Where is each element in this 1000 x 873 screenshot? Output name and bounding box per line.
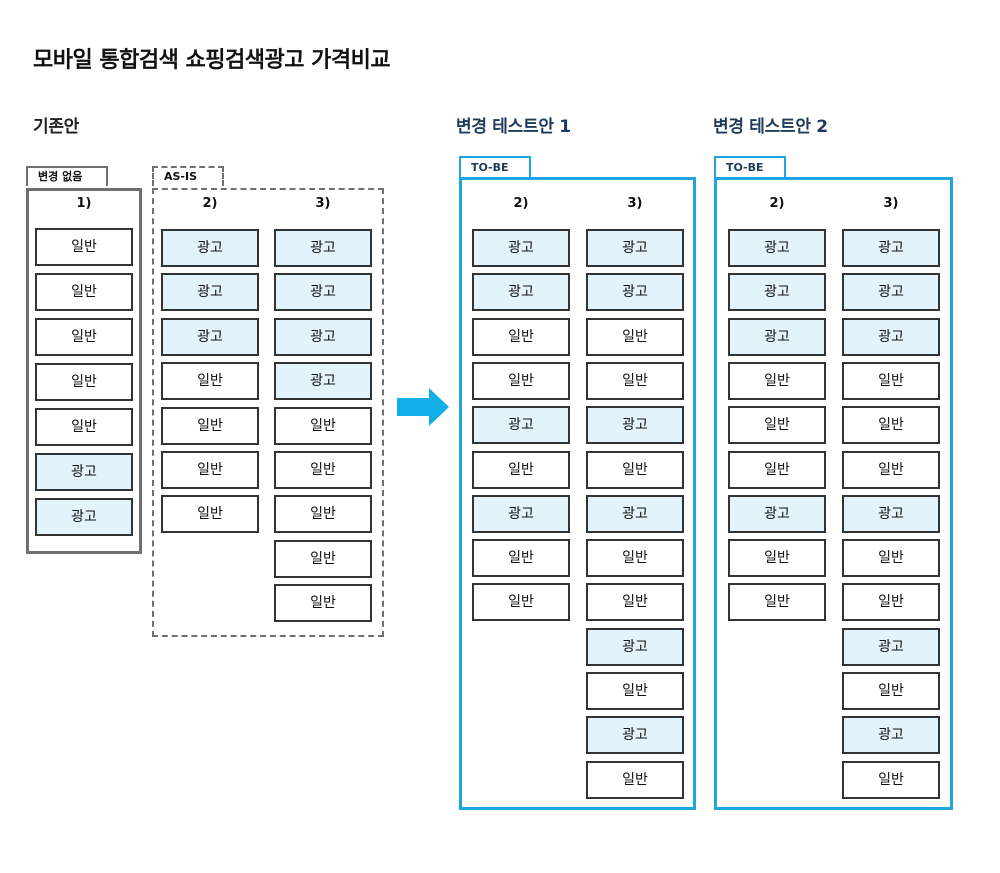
ad-slot-existing-1-7: 광고	[35, 498, 133, 536]
general-slot-asis-2-7: 일반	[161, 495, 259, 533]
arrow-right-icon	[397, 388, 449, 426]
ad-slot-asis-2-1: 광고	[161, 229, 259, 267]
ad-slot-test2-3-12: 광고	[842, 716, 940, 754]
frame-to-be-2	[714, 177, 953, 810]
ad-slot-test1-2-7: 광고	[472, 495, 570, 533]
general-slot-test1-2-3: 일반	[472, 318, 570, 356]
general-slot-asis-3-7: 일반	[274, 495, 372, 533]
section-title-test2: 변경 테스트안 2	[713, 117, 828, 137]
ad-slot-test1-3-5: 광고	[586, 406, 684, 444]
general-slot-test1-3-6: 일반	[586, 451, 684, 489]
general-slot-test1-3-4: 일반	[586, 362, 684, 400]
page-title: 모바일 통합검색 쇼핑검색광고 가격비교	[33, 48, 391, 73]
general-slot-test1-3-9: 일반	[586, 583, 684, 621]
section-title-test1: 변경 테스트안 1	[456, 117, 571, 137]
ad-slot-test2-2-1: 광고	[728, 229, 826, 267]
ad-slot-test2-2-7: 광고	[728, 495, 826, 533]
ad-slot-test2-3-1: 광고	[842, 229, 940, 267]
column-heading-test1-2: 2)	[513, 196, 529, 211]
general-slot-existing-1-1: 일반	[35, 228, 133, 266]
column-heading-asis-2: 2)	[202, 196, 218, 211]
ad-slot-test1-2-5: 광고	[472, 406, 570, 444]
column-heading-test1-3: 3)	[627, 196, 643, 211]
general-slot-asis-3-8: 일반	[274, 540, 372, 578]
ad-slot-asis-3-1: 광고	[274, 229, 372, 267]
ad-slot-test1-3-7: 광고	[586, 495, 684, 533]
ad-slot-test2-3-7: 광고	[842, 495, 940, 533]
column-heading-test2-2: 2)	[769, 196, 785, 211]
general-slot-test2-2-9: 일반	[728, 583, 826, 621]
general-slot-test1-2-4: 일반	[472, 362, 570, 400]
ad-slot-test2-3-10: 광고	[842, 628, 940, 666]
general-slot-test1-3-13: 일반	[586, 761, 684, 799]
general-slot-asis-3-9: 일반	[274, 584, 372, 622]
general-slot-existing-1-5: 일반	[35, 408, 133, 446]
general-slot-existing-1-2: 일반	[35, 273, 133, 311]
general-slot-asis-3-6: 일반	[274, 451, 372, 489]
frame-to-be-1	[459, 177, 696, 810]
general-slot-test2-2-6: 일반	[728, 451, 826, 489]
general-slot-test2-3-11: 일반	[842, 672, 940, 710]
general-slot-test2-3-4: 일반	[842, 362, 940, 400]
general-slot-test1-3-11: 일반	[586, 672, 684, 710]
general-slot-test2-2-4: 일반	[728, 362, 826, 400]
ad-slot-test2-2-2: 광고	[728, 273, 826, 311]
ad-slot-test1-2-1: 광고	[472, 229, 570, 267]
general-slot-existing-1-4: 일반	[35, 363, 133, 401]
general-slot-asis-2-4: 일반	[161, 362, 259, 400]
ad-slot-asis-3-3: 광고	[274, 318, 372, 356]
general-slot-test1-2-9: 일반	[472, 583, 570, 621]
general-slot-test2-3-8: 일반	[842, 539, 940, 577]
ad-slot-test2-2-3: 광고	[728, 318, 826, 356]
column-heading-asis-3: 3)	[315, 196, 331, 211]
tab-to-be-2: TO-BE	[714, 156, 786, 178]
general-slot-test2-3-9: 일반	[842, 583, 940, 621]
ad-slot-asis-3-2: 광고	[274, 273, 372, 311]
section-title-existing: 기존안	[33, 117, 80, 137]
general-slot-test1-2-8: 일반	[472, 539, 570, 577]
ad-slot-test2-3-3: 광고	[842, 318, 940, 356]
ad-slot-asis-2-3: 광고	[161, 318, 259, 356]
general-slot-test1-3-3: 일반	[586, 318, 684, 356]
ad-slot-test1-2-2: 광고	[472, 273, 570, 311]
frame-no-change	[26, 188, 142, 554]
ad-slot-test1-3-1: 광고	[586, 229, 684, 267]
general-slot-test2-3-6: 일반	[842, 451, 940, 489]
general-slot-test2-3-13: 일반	[842, 761, 940, 799]
general-slot-asis-2-6: 일반	[161, 451, 259, 489]
tab-no-change: 변경 없음	[26, 166, 108, 186]
ad-slot-test1-3-10: 광고	[586, 628, 684, 666]
ad-slot-test1-3-2: 광고	[586, 273, 684, 311]
tab-to-be-1: TO-BE	[459, 156, 531, 178]
general-slot-asis-2-5: 일반	[161, 407, 259, 445]
general-slot-test1-2-6: 일반	[472, 451, 570, 489]
ad-slot-asis-3-4: 광고	[274, 362, 372, 400]
ad-slot-test2-3-2: 광고	[842, 273, 940, 311]
frame-as-is	[152, 188, 384, 637]
ad-slot-asis-2-2: 광고	[161, 273, 259, 311]
general-slot-test2-2-8: 일반	[728, 539, 826, 577]
general-slot-test1-3-8: 일반	[586, 539, 684, 577]
column-heading-existing-1: 1)	[76, 196, 92, 211]
column-heading-test2-3: 3)	[883, 196, 899, 211]
tab-as-is: AS-IS	[152, 166, 224, 186]
general-slot-test2-2-5: 일반	[728, 406, 826, 444]
ad-slot-existing-1-6: 광고	[35, 453, 133, 491]
ad-slot-test1-3-12: 광고	[586, 716, 684, 754]
general-slot-asis-3-5: 일반	[274, 407, 372, 445]
general-slot-existing-1-3: 일반	[35, 318, 133, 356]
general-slot-test2-3-5: 일반	[842, 406, 940, 444]
